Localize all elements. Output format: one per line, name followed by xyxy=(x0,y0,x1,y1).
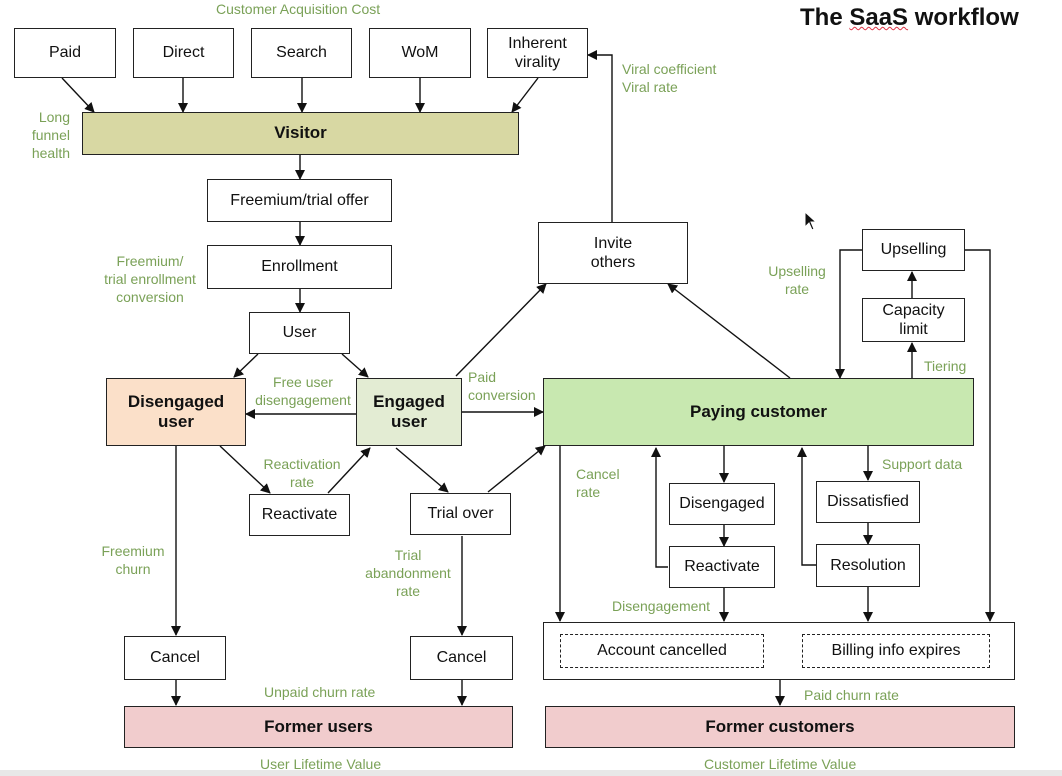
label-cancel-rate: Cancel rate xyxy=(576,466,620,501)
former-users-box: Former users xyxy=(124,706,513,748)
billing-info-expires-box: Billing info expires xyxy=(802,634,990,668)
paying-customer-box: Paying customer xyxy=(543,378,974,446)
user-box: User xyxy=(249,312,350,354)
label-user-lifetime-value: User Lifetime Value xyxy=(260,756,382,772)
enrollment-box: Enrollment xyxy=(207,245,392,289)
trial-over-box: Trial over xyxy=(410,493,511,535)
label-support-data: Support data xyxy=(882,456,963,472)
label-free-user-disengagement: Free user disengagement xyxy=(255,374,351,409)
invite-others-box: Invite others xyxy=(538,222,688,284)
diagram-title: The SaaS workflow xyxy=(800,4,1019,31)
label-freemium-churn: Freemium churn xyxy=(101,543,165,578)
reactivate-paid-box: Reactivate xyxy=(669,546,775,588)
engaged-user-box: Engaged user xyxy=(356,378,462,446)
disengaged-box: Disengaged xyxy=(669,483,775,525)
source-wom: WoM xyxy=(369,28,471,78)
source-search: Search xyxy=(251,28,352,78)
upselling-box: Upselling xyxy=(862,229,965,271)
label-freemium-enrollment-conversion: Freemium/ trial enrollment conversion xyxy=(104,253,196,306)
freemium-trial-offer-box: Freemium/trial offer xyxy=(207,179,392,222)
resolution-box: Resolution xyxy=(816,544,920,587)
disengaged-user-box: Disengaged user xyxy=(106,378,246,446)
label-reactivation-rate: Reactivation rate xyxy=(263,456,341,491)
label-trial-abandonment-rate: Trial abandonment rate xyxy=(365,547,451,600)
label-long-funnel-health: Long funnel health xyxy=(31,109,70,162)
source-inherent-virality: Inherent virality xyxy=(487,28,588,78)
label-viral-coefficient: Viral coefficient Viral rate xyxy=(622,61,717,96)
capacity-limit-box: Capacity limit xyxy=(862,298,965,342)
source-paid: Paid xyxy=(14,28,116,78)
label-upselling-rate: Upselling rate xyxy=(768,263,826,298)
label-unpaid-churn-rate: Unpaid churn rate xyxy=(264,684,376,700)
visitor-box: Visitor xyxy=(82,112,519,155)
former-customers-box: Former customers xyxy=(545,706,1015,748)
label-customer-lifetime-value: Customer Lifetime Value xyxy=(704,756,857,772)
dissatisfied-box: Dissatisfied xyxy=(816,481,920,523)
mouse-cursor-icon xyxy=(804,211,818,231)
label-paid-churn-rate: Paid churn rate xyxy=(804,687,899,703)
label-paid-conversion: Paid conversion xyxy=(468,369,536,404)
cancel-middle-box: Cancel xyxy=(410,636,513,680)
cancel-left-box: Cancel xyxy=(124,636,226,680)
bottom-edge xyxy=(0,770,1062,776)
reactivate-free-box: Reactivate xyxy=(249,494,350,536)
label-disengagement: Disengagement xyxy=(612,598,711,614)
account-cancelled-box: Account cancelled xyxy=(560,634,764,668)
label-customer-acquisition-cost: Customer Acquisition Cost xyxy=(216,1,381,17)
source-direct: Direct xyxy=(133,28,234,78)
label-tiering: Tiering xyxy=(924,358,967,374)
